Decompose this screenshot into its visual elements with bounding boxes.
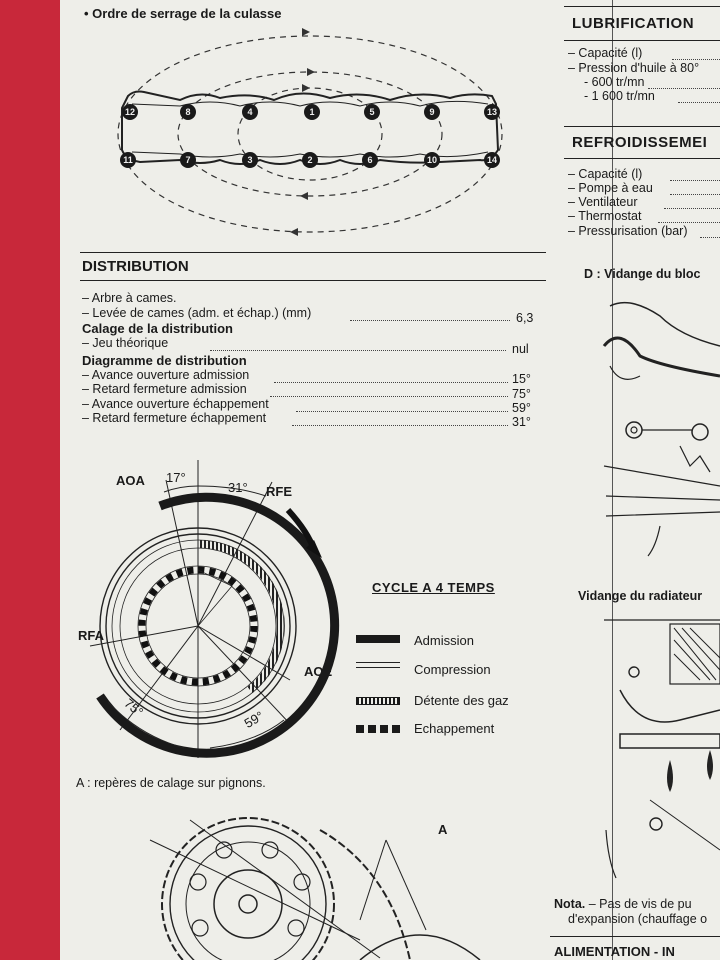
rfe-label: RFE	[266, 484, 292, 499]
aoa-label: AOA	[116, 473, 145, 488]
leader-dots	[648, 88, 720, 89]
leader-dots	[670, 180, 720, 181]
bolt-marker: 7	[180, 152, 196, 168]
spec-row-value: 75°	[512, 387, 531, 401]
spec-row-value: nul	[512, 342, 529, 356]
lubrification-title: LUBRIFICATION	[572, 15, 695, 32]
nota-text: – Pas de vis de pu	[588, 897, 692, 911]
aoe-label: AOE	[304, 664, 333, 679]
echappement-swatch	[356, 725, 400, 733]
compression-swatch	[356, 662, 400, 668]
caption-a: A : repères de calage sur pignons.	[76, 776, 266, 790]
spec-row-label: – Capacité (l)	[568, 46, 643, 60]
admission-swatch	[356, 635, 400, 643]
bolt-marker: 11	[120, 152, 136, 168]
spec-row-label: – Retard fermeture échappement	[82, 411, 267, 425]
divider	[550, 936, 720, 937]
vidange-bloc-heading: D : Vidange du bloc	[584, 267, 701, 281]
divider	[564, 40, 720, 41]
marker-a-label: A	[438, 822, 448, 837]
legend-title: CYCLE A 4 TEMPS	[372, 580, 495, 595]
block-drain-illustration	[602, 301, 720, 557]
spec-row-value: 31°	[512, 415, 531, 429]
torque-order-title: • Ordre de serrage de la culasse	[84, 6, 282, 21]
spec-row-value: 15°	[512, 372, 531, 386]
bolt-marker: 9	[424, 104, 440, 120]
spec-row-label: - 1 600 tr/mn	[584, 89, 655, 103]
bolt-marker: 4	[242, 104, 258, 120]
legend-item: Admission	[414, 633, 474, 648]
bolt-marker: 2	[302, 152, 318, 168]
divider	[564, 6, 720, 7]
spec-row-label: – Avance ouverture admission	[82, 368, 250, 382]
leader-dots	[664, 208, 720, 209]
refroidissement-title: REFROIDISSEMEI	[572, 134, 708, 151]
rfa-label: RFA	[78, 628, 104, 643]
divider	[564, 158, 720, 159]
legend-item: Compression	[414, 662, 491, 677]
bolt-marker: 14	[484, 152, 500, 168]
spec-row-label: – Retard fermeture admission	[82, 382, 247, 396]
leader-dots	[350, 320, 510, 321]
divider	[80, 280, 546, 281]
angle-label: 17°	[166, 470, 186, 485]
alimentation-title: ALIMENTATION - IN	[554, 944, 675, 959]
spec-row-label: – Ventilateur	[568, 195, 638, 209]
spec-row-label: – Avance ouverture échappement	[82, 397, 269, 411]
nota-text-2: d'expansion (chauffage o	[568, 912, 708, 926]
radiator-drain-illustration	[604, 619, 720, 879]
leader-dots	[274, 382, 508, 383]
detente-swatch	[356, 697, 400, 705]
divider	[564, 126, 720, 127]
timing-diagram	[89, 460, 340, 758]
spec-row-label: - 600 tr/mn	[584, 75, 645, 89]
bolt-marker: 12	[122, 104, 138, 120]
spec-section-heading: Diagramme de distribution	[82, 353, 247, 368]
vidange-radiateur-heading: Vidange du radiateur	[578, 589, 703, 603]
spec-row-label: – Thermostat	[568, 209, 642, 223]
leader-dots	[658, 222, 720, 223]
leader-dots	[210, 350, 506, 351]
leader-dots	[670, 194, 720, 195]
spec-section-heading: Calage de la distribution	[82, 321, 233, 336]
angle-label: 31°	[228, 480, 248, 495]
nota-line: Nota. – Pas de vis de pu	[554, 897, 692, 911]
legend-item: Echappement	[414, 721, 495, 736]
bolt-marker: 6	[362, 152, 378, 168]
spec-row-label: – Pression d'huile à 80°	[568, 61, 700, 75]
leader-dots	[678, 102, 720, 103]
spec-row-value: 59°	[512, 401, 531, 415]
spec-row-label: – Levée de cames (adm. et échap.) (mm)	[82, 306, 312, 320]
distribution-title: DISTRIBUTION	[82, 258, 189, 275]
leader-dots	[700, 237, 720, 238]
bolt-marker: 1	[304, 104, 320, 120]
bolt-marker: 13	[484, 104, 500, 120]
leader-dots	[672, 59, 720, 60]
leader-dots	[296, 411, 508, 412]
spec-row-label: – Pressurisation (bar)	[568, 224, 688, 238]
nota-label: Nota.	[554, 897, 586, 911]
legend-item: Détente des gaz	[414, 693, 509, 708]
spec-row-label: – Capacité (l)	[568, 167, 643, 181]
bolt-marker: 5	[364, 104, 380, 120]
bolt-marker: 3	[242, 152, 258, 168]
sprocket-diagram	[149, 817, 481, 960]
column-separator	[612, 0, 613, 960]
divider	[80, 252, 546, 253]
spec-row-label: – Arbre à cames.	[82, 291, 177, 305]
leader-dots	[292, 425, 508, 426]
bolt-marker: 8	[180, 104, 196, 120]
spec-row-label: – Pompe à eau	[568, 181, 653, 195]
spec-row-value: 6,3	[516, 311, 534, 325]
spec-row-label: – Jeu théorique	[82, 336, 169, 350]
cylinder-head-diagram	[117, 28, 503, 236]
bolt-marker: 10	[424, 152, 440, 168]
leader-dots	[270, 396, 508, 397]
